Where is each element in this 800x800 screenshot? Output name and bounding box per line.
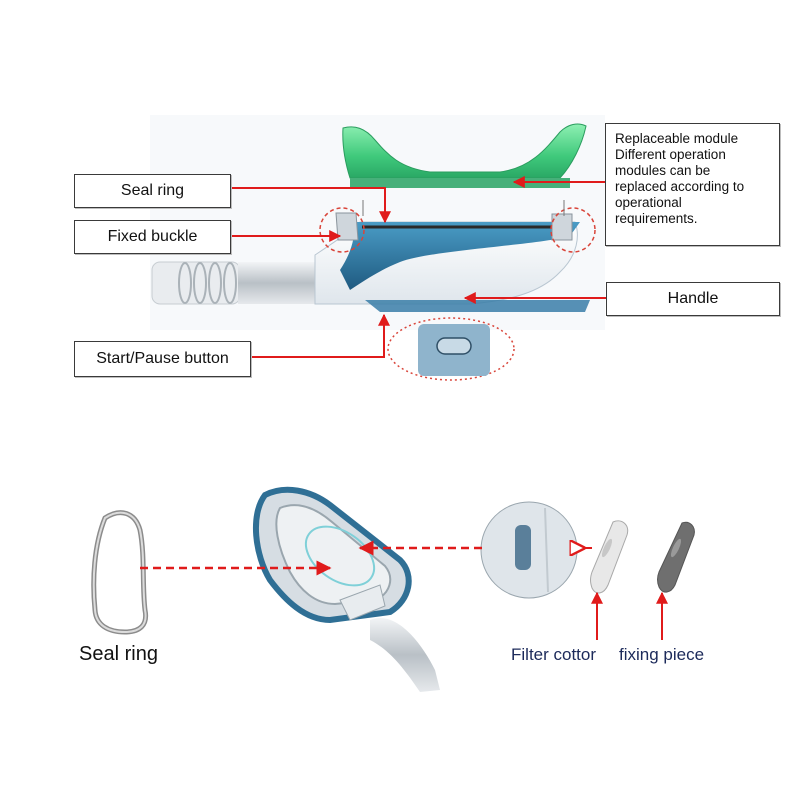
note-line-1: Replaceable module bbox=[615, 131, 739, 146]
fixed-buckle-label-box: Fixed buckle bbox=[74, 220, 231, 254]
buckle-highlight-right bbox=[550, 207, 596, 253]
filter-magnified-edge bbox=[544, 507, 549, 593]
replaceable-module-note-box: Replaceable module Different operation m… bbox=[605, 123, 780, 246]
replaceable-module-note: Replaceable module Different operation m… bbox=[615, 131, 775, 227]
bottom-dashed-arrows bbox=[140, 540, 482, 576]
top-callout-arrows bbox=[229, 176, 606, 358]
note-line-2: Different operation bbox=[615, 147, 726, 162]
applicator-head-photo bbox=[252, 486, 440, 692]
note-line-6: requirements. bbox=[615, 211, 698, 226]
handle-label: Handle bbox=[667, 290, 719, 307]
filter-cotton-slot bbox=[601, 538, 613, 558]
seal-ring-highlight bbox=[92, 511, 147, 634]
filter-cotton-piece bbox=[590, 520, 629, 594]
filter-slot-detail bbox=[515, 525, 531, 570]
button-highlight bbox=[387, 317, 515, 381]
note-line-4: replaced according to bbox=[615, 179, 745, 194]
start-pause-label-box: Start/Pause button bbox=[74, 341, 251, 377]
note-line-5: operational bbox=[615, 195, 682, 210]
seal-ring-label-box: Seal ring bbox=[74, 174, 231, 208]
handle-label-box: Handle bbox=[606, 282, 780, 316]
fixed-buckle-label: Fixed buckle bbox=[107, 228, 198, 245]
handle-blue-shell bbox=[340, 222, 580, 290]
filter-cotton-label: Filter cottor bbox=[511, 645, 597, 664]
start-pause-icon bbox=[436, 337, 472, 355]
hose-spring bbox=[151, 261, 241, 305]
bottom-seal-ring-label: Seal ring bbox=[79, 643, 158, 665]
bottom-label-arrows bbox=[591, 591, 668, 640]
buckle-highlight-left bbox=[319, 207, 365, 253]
seal-ring-label: Seal ring bbox=[120, 182, 185, 199]
replaceable-module-plate bbox=[350, 178, 570, 188]
fixing-piece-label: fixing piece bbox=[619, 645, 705, 664]
handle-metal-shaft bbox=[238, 262, 320, 304]
fixing-piece-slot bbox=[670, 538, 682, 558]
handle-base-rim bbox=[365, 300, 590, 312]
note-line-3: modules can be bbox=[615, 163, 711, 178]
fixed-buckle-part-right bbox=[551, 213, 573, 241]
fixing-piece-shape bbox=[657, 521, 695, 593]
start-pause-label: Start/Pause button bbox=[96, 350, 229, 367]
